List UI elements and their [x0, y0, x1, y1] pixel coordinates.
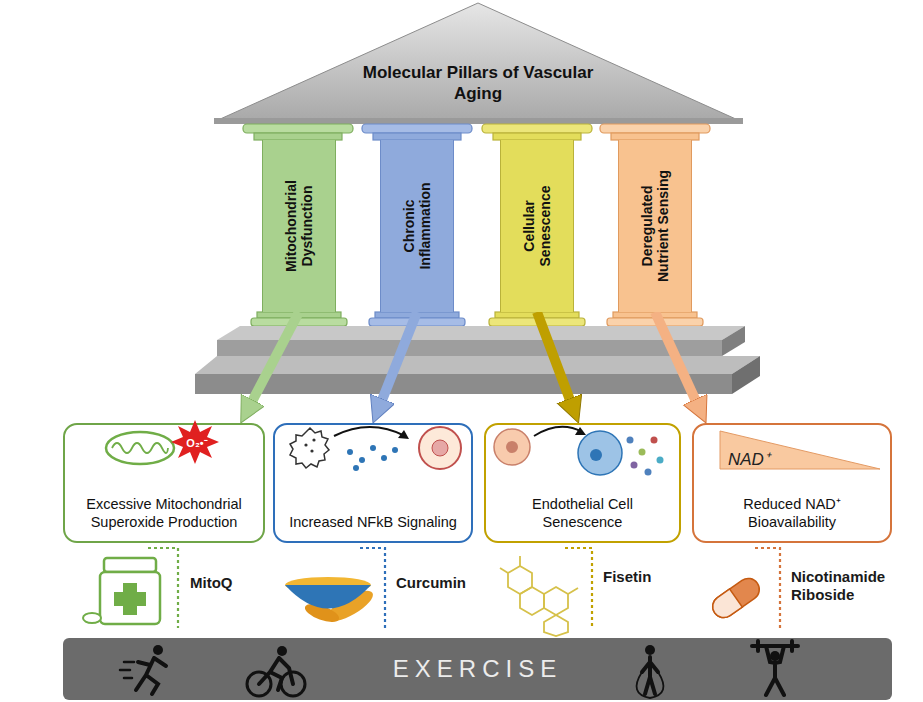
pillar-label: Deregulated Nutrient Sensing	[639, 160, 671, 292]
mechanism-box: O₂•⁻ Excessive Mitochondrial Superoxide P…	[63, 423, 265, 543]
block-arrow	[250, 312, 299, 405]
pillar-shaft: Deregulated Nutrient Sensing	[618, 140, 692, 312]
superoxide-label: O₂•⁻	[180, 437, 214, 450]
pillar-shaft: Mitochondrial Dysfunction	[262, 140, 336, 312]
intervention-label: Fisetin	[603, 568, 683, 586]
pillar-label: Cellular Senescence	[521, 160, 553, 292]
intervention-label: MitoQ	[190, 574, 270, 592]
block-arrow	[380, 312, 417, 404]
mechanism-box: Increased NFkB Signaling	[273, 423, 473, 543]
roof-title: Molecular Pillars of Vascular Aging	[358, 62, 598, 105]
mechanism-label: Excessive Mitochondrial Superoxide Produ…	[71, 496, 257, 531]
mechanism-label: Reduced NAD⁺ Bioavailability	[700, 496, 884, 531]
block-arrow	[655, 312, 698, 405]
block-arrow	[537, 312, 572, 404]
mechanism-label: Increased NFkB Signaling	[281, 514, 465, 531]
intervention-label: Nicotinamide Riboside	[791, 568, 903, 604]
pillar-shaft: Chronic Inflammation	[380, 140, 454, 312]
pillar-label: Chronic Inflammation	[401, 160, 433, 292]
intervention-label: Curcumin	[396, 574, 486, 592]
pillar-label: Mitochondrial Dysfunction	[283, 160, 315, 292]
exercise-label: EXERCISE	[63, 655, 892, 683]
pillar-shaft: Cellular Senescence	[500, 140, 574, 312]
mechanism-box: Endothelial Cell Senescence	[484, 423, 681, 543]
mechanism-box: NAD⁺ Reduced NAD⁺ Bioavailability	[692, 423, 892, 543]
nad-label: NAD⁺	[728, 447, 788, 470]
mechanism-label: Endothelial Cell Senescence	[492, 496, 673, 531]
exercise-band: EXERCISE	[63, 638, 892, 700]
